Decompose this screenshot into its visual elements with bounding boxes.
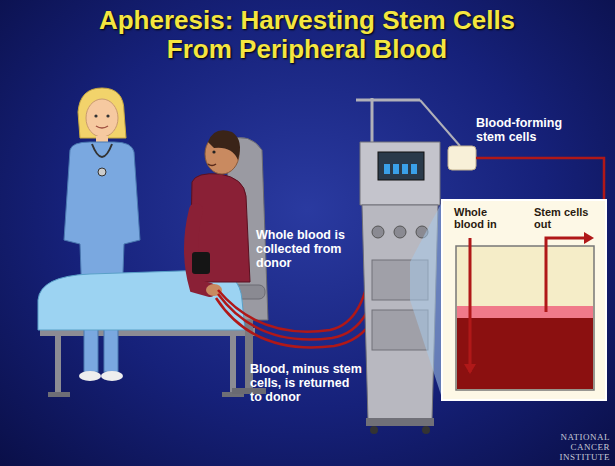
blood-tubes — [216, 248, 388, 347]
callout-label: Blood-forming stem cells — [476, 116, 586, 144]
inset-label: Whole blood in — [454, 206, 512, 230]
callout-label: Blood, minus stem cells, is returned to … — [250, 362, 362, 404]
inset-panel: Whole blood in Stem cells out — [442, 200, 606, 400]
zoom-projection — [410, 202, 442, 398]
inset-separator — [442, 200, 606, 400]
watermark: NATIONAL CANCER INSTITUTE — [548, 432, 610, 462]
inset-label: Stem cells out — [534, 206, 596, 230]
bed — [40, 328, 255, 397]
callout-label: Whole blood is collected from donor — [256, 228, 348, 270]
diagram-title: Apheresis: Harvesting Stem Cells From Pe… — [67, 6, 547, 64]
stem-cell-bag — [420, 100, 604, 214]
patient — [190, 130, 250, 296]
chair — [175, 138, 268, 394]
nurse — [64, 88, 140, 381]
